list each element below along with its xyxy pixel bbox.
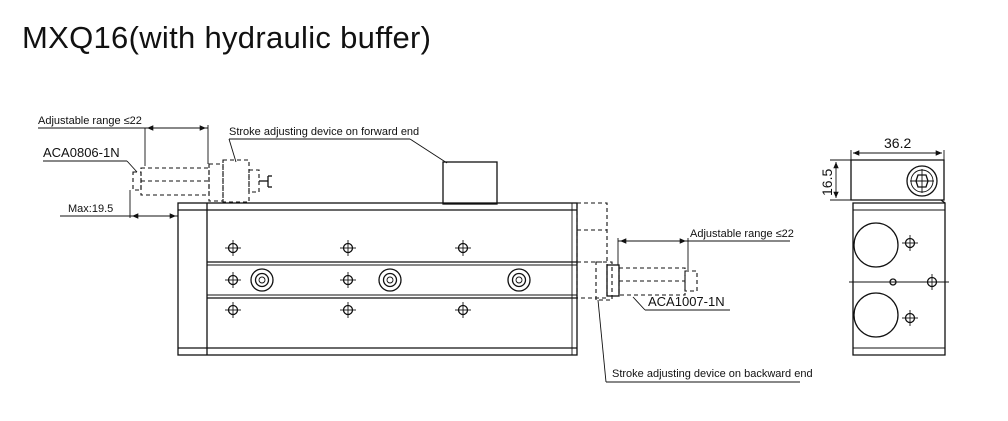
backward-end-buffer xyxy=(576,202,698,301)
forward-end-buffer xyxy=(132,159,272,203)
right-adjustable-range-dimension: Adjustable range ≤22 xyxy=(617,228,794,270)
stroke-backward-label: Stroke adjusting device on backward end xyxy=(612,368,813,380)
max-label: Max:19.5 xyxy=(68,203,113,215)
right-part-number: ACA1007-1N xyxy=(632,294,730,311)
side-view xyxy=(849,159,949,356)
max-dimension: Max:19.5 xyxy=(60,190,178,219)
forward-end-leader: Stroke adjusting device on forward end xyxy=(228,126,448,164)
width-36-label: 36.2 xyxy=(884,135,911,151)
left-adjustable-range-dimension: Adjustable range ≤22 xyxy=(38,115,209,166)
aca-left-label: ACA0806-1N xyxy=(43,145,120,160)
aca-right-label: ACA1007-1N xyxy=(648,294,725,309)
slide-table-body xyxy=(177,202,578,356)
height-16-label: 16.5 xyxy=(819,169,835,196)
side-height-dimension: 16.5 xyxy=(819,159,851,201)
left-adjustable-range-label: Adjustable range ≤22 xyxy=(38,115,142,127)
left-part-number: ACA0806-1N xyxy=(43,145,138,173)
right-adjustable-range-label: Adjustable range ≤22 xyxy=(690,228,794,240)
top-block xyxy=(442,161,498,205)
rail-bolts xyxy=(250,268,531,292)
stroke-forward-label: Stroke adjusting device on forward end xyxy=(229,126,419,138)
page-title: MXQ16(with hydraulic buffer) xyxy=(22,20,432,55)
side-width-dimension: 36.2 xyxy=(850,135,945,160)
mounting-holes xyxy=(225,240,471,318)
backward-end-leader: Stroke adjusting device on backward end xyxy=(597,299,813,383)
